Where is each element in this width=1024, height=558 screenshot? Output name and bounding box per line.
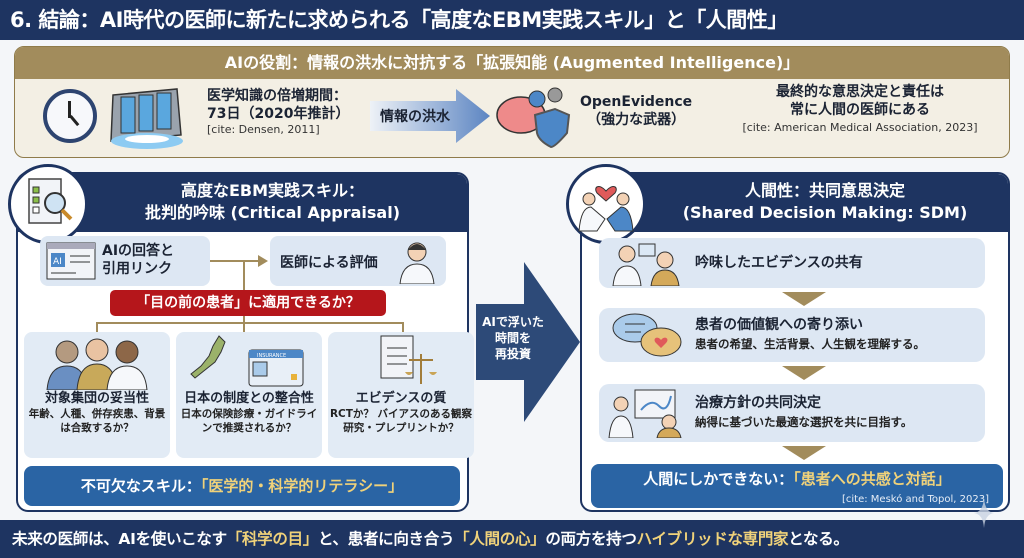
dam-flood-icon [110,88,183,149]
page-title: 6. 結論：AI時代の医師に新たに求められる「高度なEBM実践スキル」と「人間性… [0,0,1024,40]
brain-gears-shield-icon [496,87,571,149]
checklist-magnifier-icon [8,164,88,244]
tool-desc: （強力な武器） [587,112,686,128]
sdm-title-line2: (Shared Decision Making: SDM) [682,203,968,222]
skill-prefix: 不可欠なスキル： [80,477,201,495]
down-arrow-icon [782,366,826,380]
tool-name: OpenEvidence [580,94,693,110]
criteria-title: 対象集団の妥当性 [44,391,149,406]
human-cite: [cite: Meskó and Topol, 2023] [842,494,989,505]
footer-text: となる。 [788,530,849,548]
final-line2: 常に人間の医師にある [790,102,930,118]
criteria-desc: 日本の保険診療・ガイドラインで推奨されるか？ [180,408,318,434]
reinvest-time-arrow: AIで浮いた 時間を 再投資 [476,262,580,422]
flood-label: 情報の洪水 [380,109,450,125]
criteria-desc: RCTか？ バイアスのある観察研究・プレプリントか？ [329,408,473,434]
connector-line [96,322,98,332]
reinvest-line3: 再投資 [494,347,531,361]
patient-applicability-question: 「目の前の患者」に適用できるか？ [110,290,386,316]
connector-line [402,322,404,332]
sparkle-icon [974,498,994,528]
ebm-title-line1: 高度なEBM実践スキル： [180,181,365,200]
step-title: 患者の価値観への寄り添い [695,317,863,333]
final-line1: 最終的な意思決定と責任は [776,84,944,100]
human-only-bar: 人間にしかできない：「患者への共感と対話」 [cite: Meskó and T… [591,464,1003,508]
footer-highlight: 「科学の目」 [226,530,319,548]
step-title: 吟味したエビデンスの共有 [695,255,863,271]
sdm-step: 患者の価値観への寄り添い 患者の希望、生活背景、人生観を理解する。 [599,308,985,362]
ai-screen-icon: AI [46,242,96,280]
information-flood-arrow: 情報の洪水 [370,89,490,143]
step-desc: 患者の希望、生活背景、人生観を理解する。 [695,337,925,351]
speech-bubbles-heart-icon [612,313,682,357]
handshake-heart-icon [566,164,646,244]
footer-highlight: ハイブリッドな専門家 [636,530,789,548]
criteria-title: エビデンスの質 [355,391,447,406]
doctor-patient-tablet-icon [612,243,680,286]
reinvest-line1: AIで浮いた [482,315,544,329]
criteria-card: 対象集団の妥当性 年齢、人種、併存疾患、背景は合致するか？ [24,332,170,458]
ai-answer-line2: 引用リンク [102,261,172,277]
footer-highlight: 「人間の心」 [454,530,546,548]
human-prefix: 人間にしかできない： [643,470,794,488]
japan-insurance-card-icon: INSURANCE [190,335,304,387]
ebm-title-line2: 批判的吟味 (Critical Appraisal) [144,203,401,222]
connector-line [96,322,404,324]
sdm-step: 治療方針の共同決定 納得に基づいた最適な選択を共に目指す。 [599,384,985,442]
ai-role-heading: AIの役割：情報の洪水に対抗する「拡張知能 (Augmented Intelli… [15,47,1009,79]
ai-answer-chip: AI AIの回答と 引用リンク [40,236,210,286]
skill-highlight: 「医学的・科学的リテラシー」 [200,477,404,495]
sdm-step: 吟味したエビデンスの共有 [599,238,985,288]
sdm-title: 人間性：共同意思決定 (Shared Decision Making: SDM) [582,174,1008,232]
svg-text:AI: AI [53,257,62,267]
ebm-skill-title: 高度なEBM実践スキル： 批判的吟味 (Critical Appraisal) [18,174,467,232]
essential-skill-bar: 不可欠なスキル：「医学的・科学的リテラシー」 [24,466,460,506]
reinvest-line2: 時間を [494,331,531,345]
footer-conclusion: 未来の医師は、AIを使いこなす「科学の目」と、患者に向き合う「人間の心」の両方を… [0,520,1024,558]
criteria-desc: 年齢、人種、併存疾患、背景は合致するか？ [28,408,166,434]
sdm-title-line1: 人間性：共同意思決定 [744,181,905,200]
criteria-card: エビデンスの質 RCTか？ バイアスのある観察研究・プレプリントか？ [328,332,474,458]
document-scales-icon [380,335,437,384]
criteria-title: 日本の制度との整合性 [184,391,314,406]
thinking-doctor-icon [399,242,435,284]
stat-line1: 医学知識の倍増期間： [207,88,347,104]
step-title: 治療方針の共同決定 [695,395,821,411]
ai-answer-line1: AIの回答と [102,243,175,259]
diverse-people-icon [46,338,148,391]
svg-text:INSURANCE: INSURANCE [257,353,286,359]
doctor-eval-chip: 医師による評価 [270,236,446,286]
ai-role-panel: AIの役割：情報の洪水に対抗する「拡張知能 (Augmented Intelli… [14,46,1010,158]
down-arrow-icon [782,292,826,306]
criteria-card: INSURANCE 日本の制度との整合性 日本の保険診療・ガイドラインで推奨され… [176,332,322,458]
down-arrow-icon [782,446,826,460]
footer-text: と、患者に向き合う [317,530,455,548]
footer-text: の両方を持つ [545,530,637,548]
arrow-head-icon [258,255,268,267]
footer-text: 未来の医師は、AIを使いこなす [12,530,227,548]
doctor-eval-label: 医師による評価 [280,255,378,271]
final-cite: [cite: American Medical Association, 202… [742,121,978,134]
stat-cite: [cite: Densen, 2011] [207,123,320,136]
step-desc: 納得に基づいた最適な選択を共に目指す。 [695,415,913,429]
doctor-whiteboard-patient-icon [608,389,682,438]
human-highlight: 「患者への共感と対話」 [793,470,951,488]
stat-line2: 73日（2020年推計） [207,106,350,122]
connector-line [210,260,260,262]
clock-icon [43,89,97,143]
